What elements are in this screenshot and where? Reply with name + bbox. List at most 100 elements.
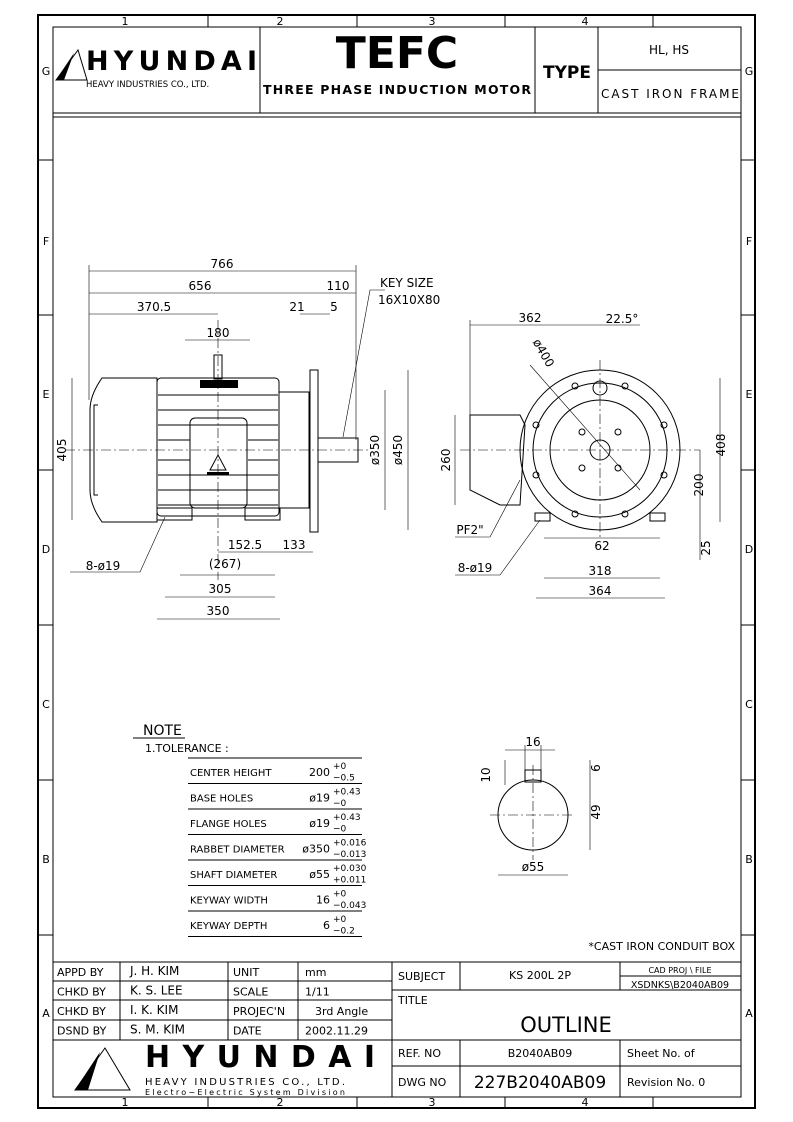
field-value: mm [305, 966, 326, 979]
dim-408: 408 [714, 434, 728, 457]
dim-362: 362 [519, 311, 542, 325]
role-label: CHKD BY [57, 986, 106, 999]
tolerance-label: FLANGE HOLES [190, 819, 267, 830]
front-view: 362 22.5° ø400 260 408 200 PF2" 62 25 8-… [439, 311, 728, 599]
tolerance-lower: −0 [333, 825, 347, 835]
tolerance-label: BASE HOLES [190, 794, 253, 805]
logo-triangle-icon [56, 53, 74, 80]
tolerance-value: 6 [323, 919, 330, 932]
tolerance-lower: −0 [333, 799, 347, 809]
field-value: 2002.11.29 [305, 1025, 368, 1038]
note-title: NOTE [143, 723, 182, 739]
dim-766: 766 [211, 257, 234, 271]
field-label: UNIT [233, 966, 260, 979]
tolerance-lower: −0.2 [333, 927, 355, 937]
tolerance-value: ø350 [302, 843, 330, 856]
dim-370-5: 370.5 [137, 300, 171, 314]
zone-col-2: 2 [277, 15, 284, 28]
key-size-value: 16X10X80 [378, 293, 440, 307]
base-holes-label: 8-ø19 [86, 559, 121, 573]
dim-110: 110 [327, 279, 350, 293]
zone-row-d: D [745, 543, 753, 556]
conduit-box-note: *CAST IRON CONDUIT BOX [588, 940, 735, 953]
tolerance-upper: +0 [333, 762, 347, 772]
tolerance-upper: +0 [333, 915, 347, 925]
zone-row-b: B [745, 853, 753, 866]
dim-152-5: 152.5 [228, 538, 262, 552]
logo-text: HYUNDAI [145, 1040, 375, 1075]
subject-label: SUBJECT [398, 970, 445, 983]
dim-5: 5 [330, 300, 338, 314]
dwg-no-label: DWG NO [398, 1076, 447, 1089]
base-holes-label: 8-ø19 [458, 561, 493, 575]
terminal-box [189, 417, 248, 509]
flange-outline [519, 369, 681, 531]
person-name: I. K. KIM [130, 1003, 178, 1017]
zone-row-b: B [42, 853, 50, 866]
zone-labels: 1 2 3 4 1 2 3 4 G F E D C B A G F E D C … [42, 15, 754, 1109]
drawing-title: OUTLINE [520, 1013, 612, 1037]
conduit-box [469, 414, 526, 506]
zone-row-a: A [745, 1007, 753, 1020]
tolerance-lower: −0.013 [333, 850, 366, 860]
dim-shaft-dia: ø55 [522, 860, 545, 874]
header-subtitle: THREE PHASE INDUCTION MOTOR [263, 82, 531, 97]
tolerance-upper: +0 [333, 890, 347, 900]
fan-cover [89, 377, 158, 523]
ref-no-label: REF. NO [398, 1047, 441, 1060]
revision-no: Revision No. 0 [627, 1076, 705, 1089]
tolerance-upper: +0.43 [333, 813, 361, 823]
tolerance-label: KEYWAY WIDTH [190, 896, 268, 907]
tolerance-value: ø19 [309, 817, 330, 830]
tolerance-value: 16 [316, 894, 330, 907]
zone-row-f: F [746, 235, 752, 248]
type-value: HL, HS [649, 43, 689, 57]
key-size-label: KEY SIZE [380, 276, 434, 290]
zone-row-c: C [745, 698, 753, 711]
dim-dia-350: ø350 [368, 435, 382, 465]
subject-value: KS 200L 2P [509, 969, 571, 982]
eyebolt [213, 354, 223, 380]
zone-col-2: 2 [277, 1096, 284, 1109]
outer-border [37, 14, 756, 1109]
field-label: PROJEC'N [233, 1005, 285, 1018]
zone-col-3: 3 [429, 15, 436, 28]
field-value: 3rd Angle [315, 1005, 368, 1018]
dim-305: 305 [209, 582, 232, 596]
zone-col-4: 4 [582, 15, 589, 28]
person-name: J. H. KIM [129, 964, 179, 978]
note-heading: 1.TOLERANCE : [145, 742, 229, 755]
tolerance-lower: −0.043 [333, 901, 366, 911]
zone-row-g: G [745, 65, 754, 78]
tolerance-upper: +0.030 [333, 864, 367, 874]
shaft-end [589, 439, 611, 461]
role-label: DSND BY [57, 1025, 107, 1038]
tolerance-label: KEYWAY DEPTH [190, 921, 267, 932]
inner-border [52, 26, 742, 1098]
dim-180: 180 [207, 326, 230, 340]
tolerance-value: ø19 [309, 792, 330, 805]
zone-dividers [38, 15, 755, 1108]
shaft [317, 437, 359, 463]
logo-subtext: HEAVY INDUSTRIES CO., LTD. [86, 80, 209, 90]
logo-subtext: HEAVY INDUSTRIES CO., LTD. [145, 1077, 345, 1088]
conduit-thread-label: PF2" [456, 523, 483, 537]
dim-260: 260 [439, 449, 453, 472]
shaft-section: 16 6 10 49 ø55 [479, 735, 603, 876]
tolerance-lower: −0.5 [333, 774, 355, 784]
role-label: CHKD BY [57, 1005, 106, 1018]
tolerance-label: CENTER HEIGHT [190, 768, 272, 779]
box-logo-icon [209, 453, 227, 471]
zone-col-1: 1 [122, 1096, 129, 1109]
frame-type: CAST IRON FRAME [601, 87, 739, 101]
zone-col-1: 1 [122, 15, 129, 28]
dim-dia-450: ø450 [391, 435, 405, 465]
zone-row-e: E [43, 388, 50, 401]
dim-656: 656 [189, 279, 212, 293]
zone-row-f: F [43, 235, 49, 248]
sheet-no: Sheet No. of [627, 1047, 696, 1060]
dwg-no-value: 227B2040AB09 [474, 1073, 606, 1093]
tolerance-label: SHAFT DIAMETER [190, 870, 277, 881]
